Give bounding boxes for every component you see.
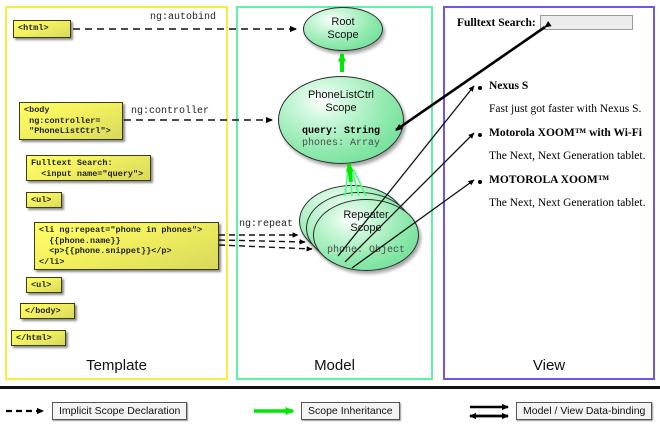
edge-label-ng-autobind: ng:autobind (150, 12, 217, 23)
legend-item-model-view-data-binding: Model / View Data-binding (516, 402, 653, 420)
view-search-input[interactable] (540, 15, 633, 30)
legend-item-implicit-scope-declaration: Implicit Scope Declaration (52, 402, 188, 420)
scope-phonelistctrl-prop-phones: phones: Array (301, 138, 380, 149)
legend: Implicit Scope Declaration Scope Inherit… (0, 390, 660, 435)
scope-repeater-prop-phone: phone: Object (326, 245, 405, 256)
scope-repeater-title-2: Scope (350, 222, 382, 234)
scope-repeater: Repeater Scope phone: Object (313, 199, 419, 271)
code-box-ul-open: <ul> (26, 192, 62, 208)
code-box-html-open: <html> (13, 20, 71, 38)
view-search-label: Fulltext Search: (457, 17, 536, 29)
panel-view: View (443, 6, 655, 380)
code-box-li-repeat: <li ng:repeat="phone in phones"> {{phone… (34, 222, 219, 270)
view-item-snippet: The Next, Next Generation tablet. (489, 150, 646, 162)
panel-template-title: Template (86, 357, 147, 374)
view-item-name: Nexus S (489, 80, 529, 92)
edge-label-ng-repeat: ng:repeat (239, 219, 294, 230)
legend-divider (0, 386, 660, 389)
view-item-name: MOTOROLA XOOM™ (489, 174, 610, 186)
code-box-fulltext-search: Fulltext Search: <input name="query"> (26, 155, 151, 181)
code-box-body-open: <body ng:controller= "PhoneListCtrl"> (19, 102, 123, 140)
legend-item-scope-inheritance: Scope Inheritance (301, 402, 400, 420)
view-bullet-icon (478, 86, 482, 90)
view-item-name: Motorola XOOM™ with Wi-Fi (489, 127, 643, 139)
scope-phonelistctrl-title-2: Scope (325, 102, 357, 114)
scope-phonelistctrl: PhoneListCtrl Scope query: String phones… (278, 76, 404, 164)
view-bullet-icon (478, 180, 482, 184)
scope-root-title-1: Root (331, 16, 355, 28)
code-box-body-close: </body> (20, 303, 75, 319)
scope-root-title-2: Scope (327, 29, 359, 41)
code-box-html-close: </html> (11, 330, 66, 346)
scope-repeater-title-1: Repeater (343, 209, 389, 221)
panel-model-title: Model (314, 357, 355, 374)
scope-phonelistctrl-title-1: PhoneListCtrl (307, 89, 375, 101)
view-item-snippet: Fast just got faster with Nexus S. (489, 103, 642, 115)
view-item-snippet: The Next, Next Generation tablet. (489, 197, 646, 209)
edge-label-ng-controller: ng:controller (131, 106, 210, 117)
code-box-ul-close: <ul> (26, 277, 62, 293)
scope-phonelistctrl-prop-query: query: String (301, 126, 380, 137)
scope-root: Root Scope (303, 7, 383, 51)
panel-view-title: View (532, 357, 566, 374)
view-bullet-icon (478, 133, 482, 137)
